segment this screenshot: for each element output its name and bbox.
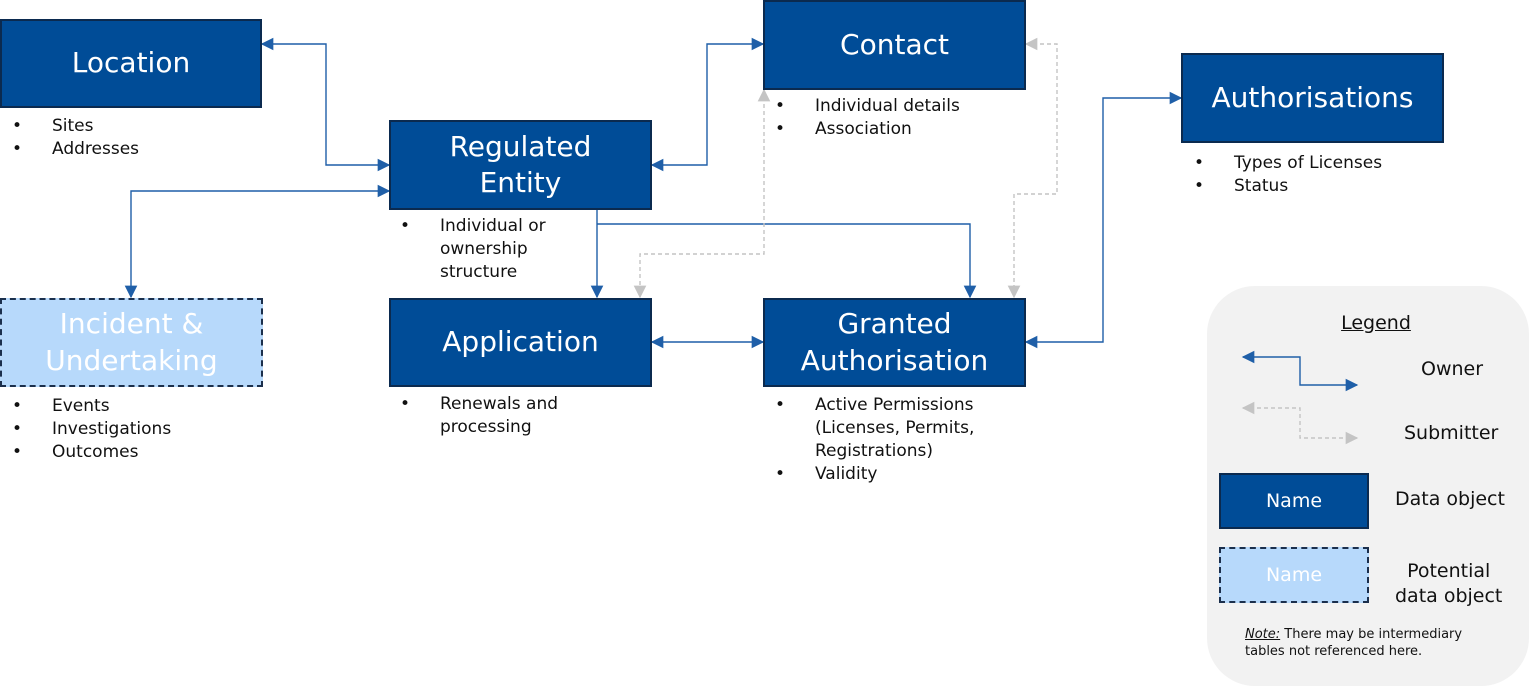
entity-title-line: Entity: [479, 166, 562, 199]
contact-attributes: Individual details Association: [775, 95, 960, 141]
entity-contact[interactable]: Contact: [763, 0, 1026, 90]
attribute-item: Types of Licenses: [1194, 152, 1382, 175]
entity-granted-authorisation[interactable]: Granted Authorisation: [763, 298, 1026, 387]
link-regulated-incident: [124, 184, 391, 299]
link-regulated-granted: [597, 223, 977, 299]
entity-authorisations[interactable]: Authorisations: [1181, 53, 1444, 143]
attribute-item: Investigations: [12, 418, 171, 441]
entity-title-line: Undertaking: [45, 343, 218, 377]
entity-application[interactable]: Application: [389, 298, 652, 387]
attribute-item: Association: [775, 118, 960, 141]
legend-owner-line: [1241, 350, 1359, 392]
legend-potential-box: Name: [1219, 547, 1369, 603]
attribute-item: Outcomes: [12, 441, 171, 464]
legend-panel: Legend Owner Submitter Name Data object …: [1207, 286, 1529, 686]
link-authorisations-granted: [1024, 91, 1183, 349]
attribute-item: Individual or ownership structure: [400, 215, 590, 284]
entity-title-line: Incident &: [59, 307, 204, 341]
incident-attributes: Events Investigations Outcomes: [12, 395, 171, 464]
link-contact-application: [633, 88, 771, 299]
entity-title-line: Authorisation: [800, 343, 989, 377]
legend-note-text: There may be intermediary tables not ref…: [1245, 627, 1463, 659]
attribute-item: Sites: [12, 115, 139, 138]
legend-data-object-label: Data object: [1395, 488, 1505, 510]
legend-potential-line2: data object: [1395, 585, 1503, 607]
regulated-entity-attributes: Individual or ownership structure: [400, 215, 590, 284]
entity-incident-undertaking[interactable]: Incident & Undertaking: [0, 298, 263, 387]
attribute-item: Addresses: [12, 138, 139, 161]
link-location-regulated: [260, 37, 391, 172]
legend-note-prefix: Note:: [1245, 627, 1281, 642]
attribute-item: Renewals and processing: [400, 393, 590, 439]
legend-submitter-line: [1241, 401, 1359, 445]
authorisations-attributes: Types of Licenses Status: [1194, 152, 1382, 198]
attribute-item: Validity: [775, 463, 1025, 486]
legend-owner-label: Owner: [1421, 358, 1484, 380]
application-attributes: Renewals and processing: [400, 393, 590, 439]
legend-line-samples: [1241, 350, 1359, 445]
legend-note: Note: There may be intermediary tables n…: [1245, 626, 1495, 660]
entity-title: Authorisations: [1211, 80, 1414, 114]
entity-title-line: Granted: [837, 307, 952, 341]
legend-title: Legend: [1341, 312, 1411, 334]
legend-submitter-label: Submitter: [1404, 422, 1499, 444]
link-regulated-contact: [650, 37, 765, 172]
attribute-item: Status: [1194, 175, 1382, 198]
entity-title: Application: [442, 325, 599, 359]
legend-box-name: Name: [1265, 564, 1323, 586]
legend-potential-line1: Potential: [1407, 560, 1491, 582]
legend-box-name: Name: [1265, 490, 1323, 512]
attribute-item: Events: [12, 395, 171, 418]
entity-title: Location: [71, 46, 191, 80]
legend-potential-label: Potential data object: [1395, 559, 1502, 609]
entity-title-line: Regulated: [449, 129, 592, 163]
granted-attributes: Active Permissions (Licenses, Permits, R…: [775, 394, 1025, 486]
entity-regulated-entity[interactable]: Regulated Entity: [389, 120, 652, 210]
location-attributes: Sites Addresses: [12, 115, 139, 161]
legend-data-object-box: Name: [1219, 473, 1369, 529]
attribute-item: Active Permissions (Licenses, Permits, R…: [775, 394, 1025, 463]
entity-location[interactable]: Location: [0, 19, 262, 108]
attribute-item: Individual details: [775, 95, 960, 118]
entity-title: Contact: [840, 27, 949, 61]
